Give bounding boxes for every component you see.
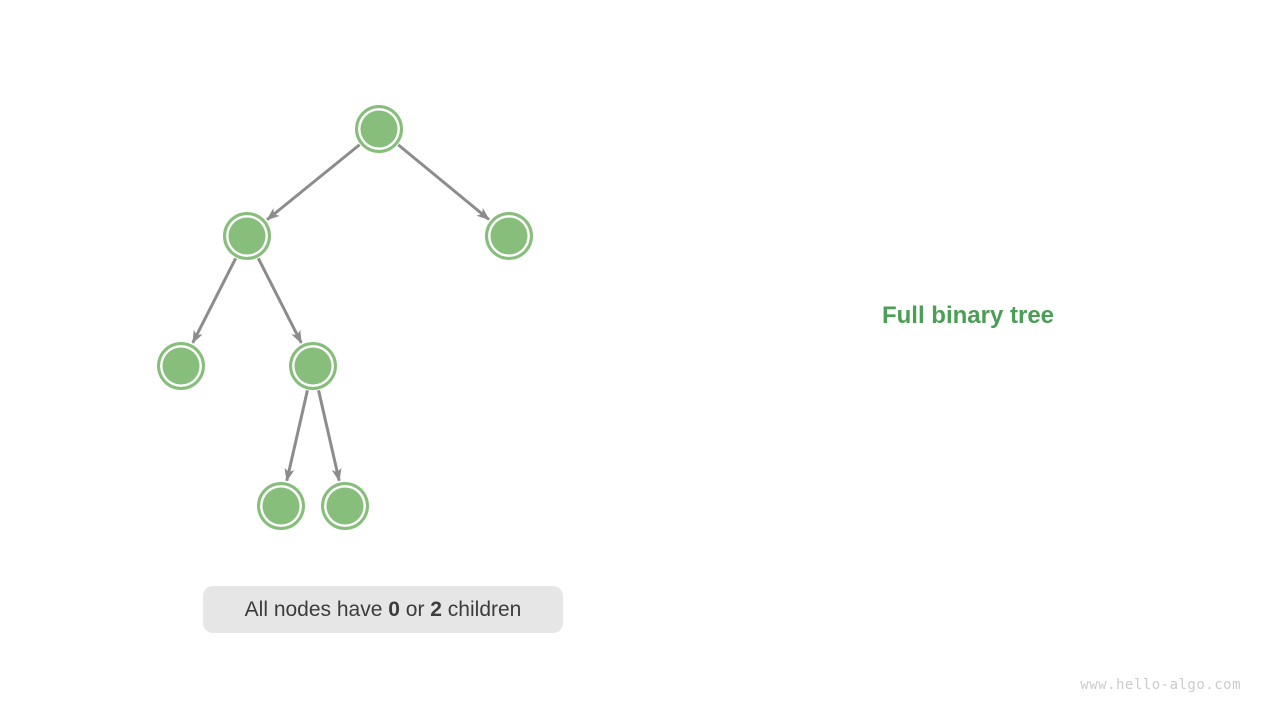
diagram-title: Full binary tree: [881, 302, 1055, 329]
tree-node-leaf-left: [257, 482, 305, 530]
caption-text: All nodes have: [244, 597, 389, 621]
tree-edge-left-right-child-to-leaf-right: [317, 390, 342, 482]
tree-node-left-child: [223, 212, 271, 260]
tree-edge-left-right-child-to-leaf-left: [284, 390, 309, 482]
tree-edge-left-child-to-left-left-child: [191, 257, 238, 344]
tree-node-right-child: [485, 212, 533, 260]
tree-node-left-right-child: [289, 342, 337, 390]
caption-bold-two: 2: [430, 597, 442, 621]
tree-edge-left-child-to-left-right-child: [256, 257, 303, 344]
tree-edge-root-to-right-child: [397, 143, 490, 221]
caption-bold-zero: 0: [388, 597, 400, 621]
caption-pill: All nodes have 0 or 2 children: [203, 586, 563, 633]
tree-edge-root-to-left-child: [266, 143, 361, 221]
tree-node-left-left-child: [157, 342, 205, 390]
watermark: www.hello-algo.com: [1080, 677, 1241, 693]
caption-text: or: [399, 597, 431, 621]
tree-node-leaf-right: [321, 482, 369, 530]
caption-text: children: [441, 597, 522, 621]
tree-node-root: [355, 105, 403, 153]
